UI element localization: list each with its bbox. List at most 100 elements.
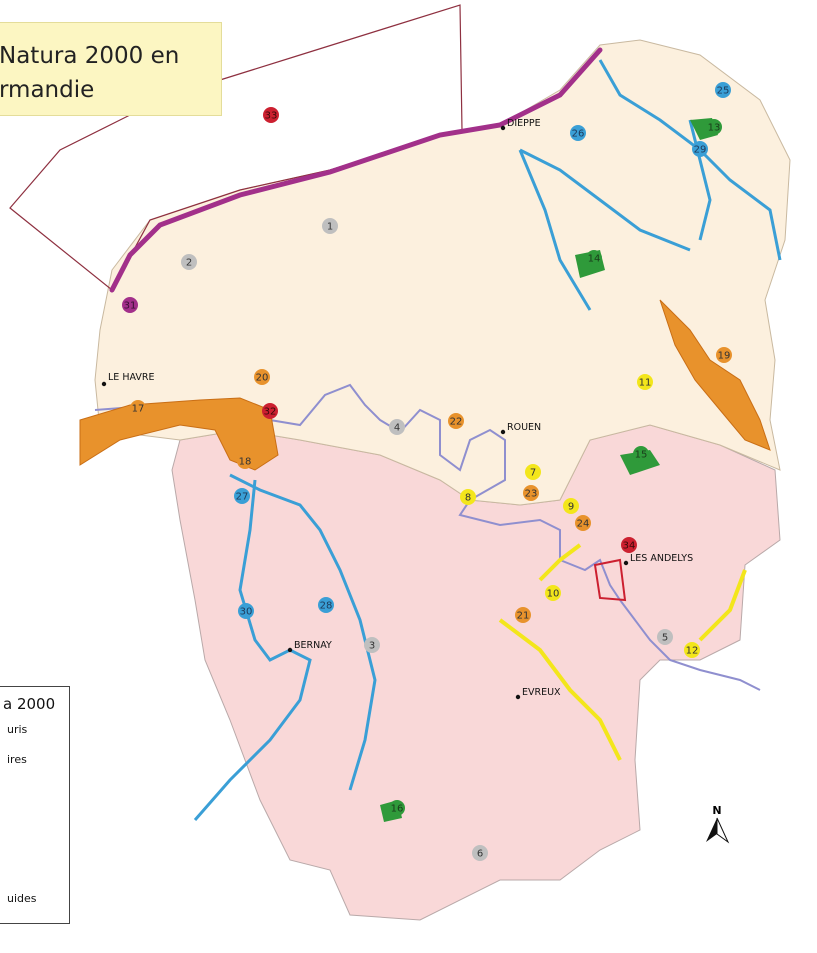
- site-badge-circle: [318, 597, 334, 613]
- site-badge-2: 2: [181, 254, 197, 270]
- site-badge-circle: [525, 464, 541, 480]
- site-badge-circle: [130, 400, 146, 416]
- north-arrow: N: [706, 804, 730, 844]
- site-badge-10: 10: [545, 585, 561, 601]
- site-badge-33: 33: [263, 107, 279, 123]
- site-badge-1: 1: [322, 218, 338, 234]
- site-badge-circle: [389, 419, 405, 435]
- site-badge-number: 31: [124, 301, 137, 312]
- site-badge-23: 23: [523, 485, 539, 501]
- map-title-line1: Natura 2000 en: [0, 43, 180, 69]
- site-badge-9: 9: [563, 498, 579, 514]
- site-badge-6: 6: [472, 845, 488, 861]
- city-label: BERNAY: [294, 640, 332, 651]
- north-arrow-left: [706, 818, 717, 842]
- site-badge-number: 23: [525, 489, 538, 500]
- city-dot: [287, 647, 293, 653]
- site-badge-circle: [637, 374, 653, 390]
- legend-item: ires: [7, 753, 27, 766]
- city-label: EVREUX: [522, 687, 561, 698]
- site-badge-16: 16: [389, 800, 405, 816]
- site-badge-25: 25: [715, 82, 731, 98]
- site-badge-30: 30: [238, 603, 254, 619]
- estuary-site: [79, 397, 279, 471]
- site-badge-number: 34: [623, 541, 636, 552]
- site-badge-28: 28: [318, 597, 334, 613]
- site-badge-7: 7: [525, 464, 541, 480]
- site-badge-number: 28: [320, 601, 333, 612]
- site-badge-circle: [657, 629, 673, 645]
- site-badge-17: 17: [130, 400, 146, 416]
- site-badge-number: 24: [577, 519, 590, 530]
- site-badge-circle: [237, 453, 253, 469]
- site-badge-19: 19: [716, 347, 732, 363]
- site-badge-number: 29: [694, 145, 707, 156]
- site-badge-26: 26: [570, 125, 586, 141]
- site-badge-3: 3: [364, 637, 380, 653]
- site-badge-circle: [586, 250, 602, 266]
- site-badge-number: 26: [572, 129, 585, 140]
- site-badge-34: 34: [621, 537, 637, 553]
- site-badge-circle: [684, 642, 700, 658]
- valley-site-east: [659, 299, 771, 451]
- north-label: N: [712, 804, 721, 817]
- site-badge-circle: [238, 603, 254, 619]
- site-badge-number: 27: [236, 492, 249, 503]
- site-badge-number: 30: [240, 607, 253, 618]
- legend-item: uides: [7, 892, 37, 905]
- north-arrow-right: [716, 817, 730, 844]
- site-badge-circle: [322, 218, 338, 234]
- city-label: DIEPPE: [507, 118, 541, 129]
- site-badge-number: 9: [568, 502, 574, 513]
- site-badge-circle: [621, 537, 637, 553]
- site-badge-number: 16: [391, 804, 404, 815]
- site-badge-31: 31: [122, 297, 138, 313]
- site-badge-number: 25: [717, 86, 730, 97]
- site-badge-29: 29: [692, 141, 708, 157]
- site-badge-21: 21: [515, 607, 531, 623]
- seine-river: [94, 383, 761, 691]
- site-badge-circle: [122, 297, 138, 313]
- site-badge-4: 4: [389, 419, 405, 435]
- site-badge-32: 32: [262, 403, 278, 419]
- site-badge-circle: [570, 125, 586, 141]
- city-dot: [101, 381, 107, 387]
- city-dot: [515, 694, 521, 700]
- site-badge-number: 19: [718, 351, 731, 362]
- site-badge-number: 20: [256, 373, 269, 384]
- site-badge-number: 12: [686, 646, 699, 657]
- site-badge-number: 8: [465, 493, 471, 504]
- legend: a 2000 uris ires uides: [0, 686, 70, 924]
- site-badge-13: 13: [706, 119, 722, 135]
- site-badge-circle: [706, 119, 722, 135]
- site-badge-22: 22: [448, 413, 464, 429]
- site-badge-number: 4: [394, 423, 400, 434]
- site-badge-number: 13: [708, 123, 721, 134]
- site-badge-18: 18: [237, 453, 253, 469]
- site-badge-circle: [715, 82, 731, 98]
- yellow-site-south: [498, 543, 747, 761]
- site-badge-circle: [448, 413, 464, 429]
- site-badge-circle: [460, 489, 476, 505]
- city-dot: [500, 429, 506, 435]
- forest-site-15: [620, 450, 660, 475]
- site-badge-circle: [563, 498, 579, 514]
- site-badge-number: 15: [635, 450, 648, 461]
- site-badge-15: 15: [633, 446, 649, 462]
- site-badge-8: 8: [460, 489, 476, 505]
- site-badge-circle: [364, 637, 380, 653]
- city-label: LE HAVRE: [108, 372, 154, 383]
- site-badge-circle: [515, 607, 531, 623]
- site-badge-number: 7: [530, 468, 536, 479]
- site-badge-number: 6: [477, 849, 483, 860]
- city-label: ROUEN: [507, 422, 541, 433]
- site-badge-number: 5: [662, 633, 668, 644]
- map-title: Natura 2000 en rmandie: [0, 22, 222, 116]
- site-badge-circle: [545, 585, 561, 601]
- legend-title: a 2000: [3, 695, 56, 713]
- site-badge-circle: [716, 347, 732, 363]
- site-badge-number: 21: [517, 611, 530, 622]
- site-badge-circle: [181, 254, 197, 270]
- site-badge-number: 1: [327, 222, 333, 233]
